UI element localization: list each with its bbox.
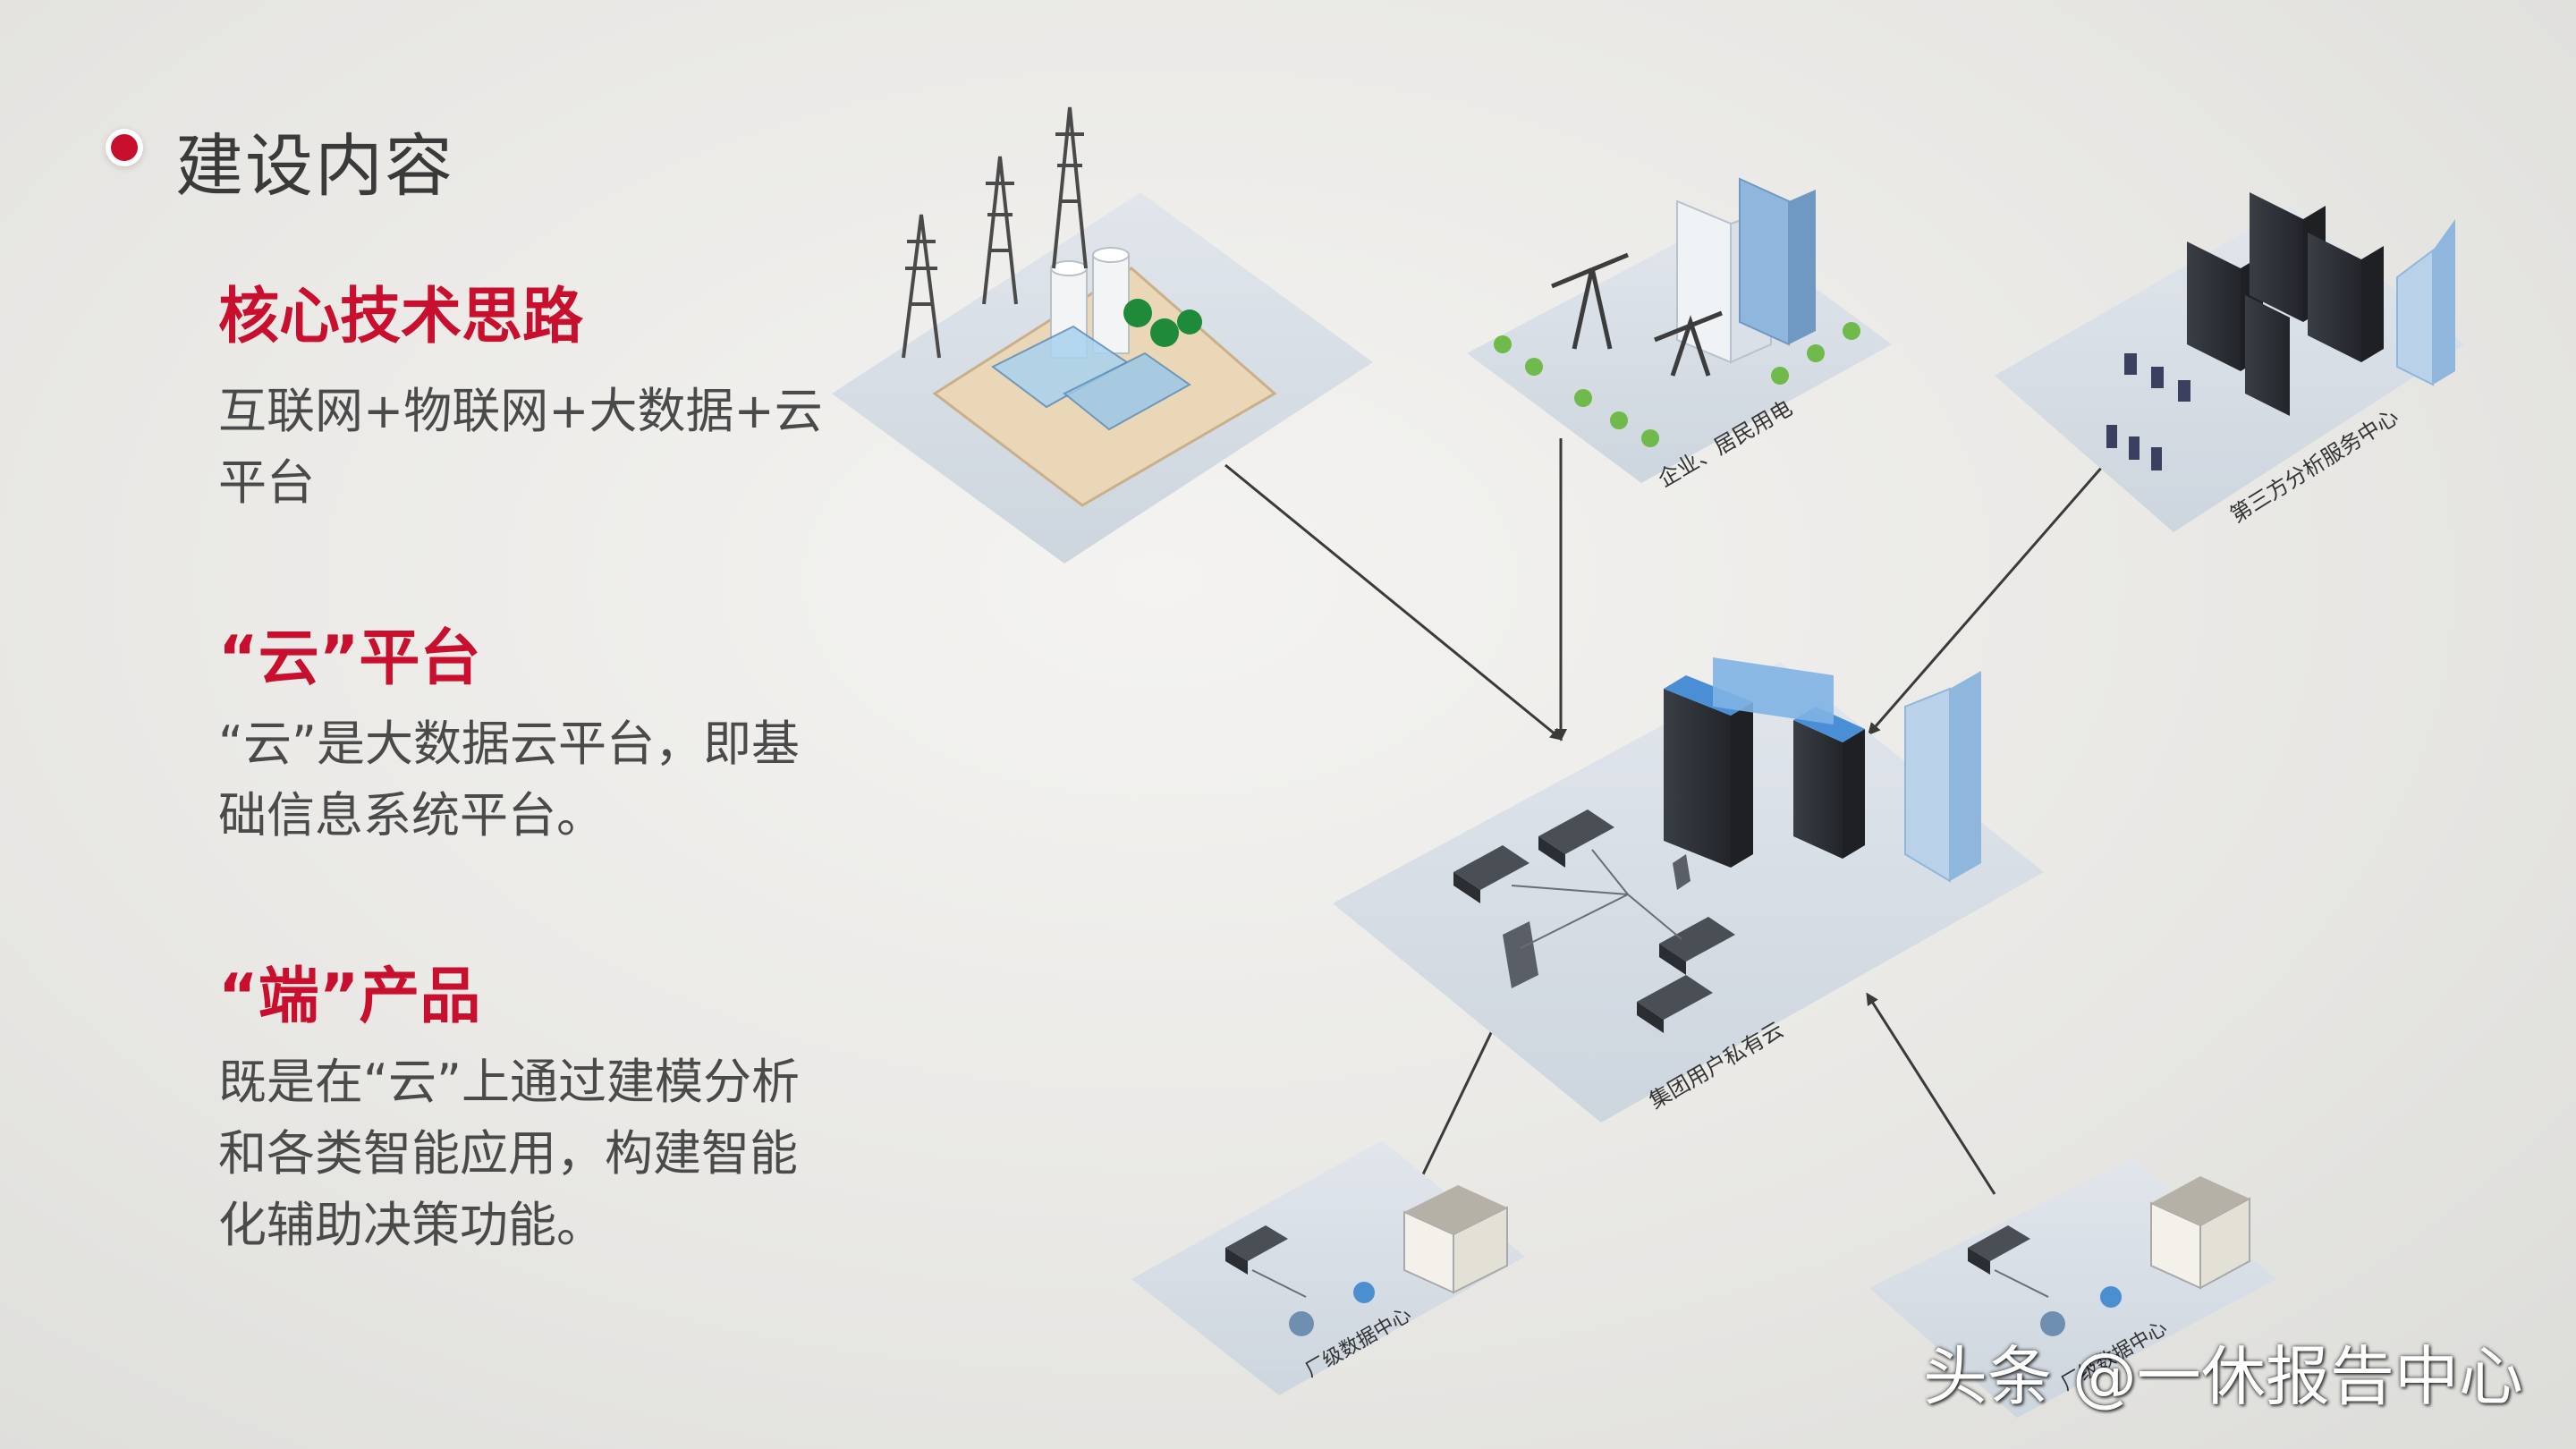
left-panel: 建设内容 核心技术思路 互联网+物联网+大数据+云平台 “云”平台 “云”是大数… — [0, 0, 894, 1449]
tree-icon — [1494, 322, 1860, 447]
plant-node — [832, 106, 1373, 564]
green-pump-icon — [1123, 299, 1202, 347]
network-device-icon — [1453, 809, 1735, 1033]
third-party-tile — [1995, 206, 2464, 532]
server-rack-icon — [1664, 657, 1865, 868]
turbine-icon — [1289, 1282, 1375, 1336]
edge-third-party-to-cloud — [1868, 451, 2117, 736]
turbine-icon — [2040, 1286, 2122, 1336]
cloud-tile — [1333, 662, 2044, 1123]
third-party-node: 第三方分析服务中心 — [1995, 192, 2464, 532]
plant-left-node: 厂级数据中心 — [1131, 1140, 1525, 1395]
heading-core-tech: 核心技术思路 — [218, 282, 584, 352]
edges — [1224, 438, 2117, 1195]
watermark: 头条 @一休报告中心 — [1923, 1339, 2523, 1414]
server-rack-icon — [2187, 192, 2384, 416]
transmission-tower-icon — [902, 106, 1088, 359]
heading-terminal-product: “端”产品 — [218, 962, 481, 1032]
bullet-icon — [111, 134, 138, 161]
building-icon — [2396, 219, 2455, 386]
filter-basin-icon — [991, 325, 1191, 431]
cloud-node: 集团用户私有云 — [1333, 657, 2044, 1123]
edge-plant-to-cloud — [1224, 463, 1563, 741]
edge-plant-left-to-cloud — [1420, 1015, 1500, 1177]
building-icon — [2150, 1176, 2250, 1290]
building-icon — [1403, 1185, 1508, 1294]
text-cloud-platform: “云”是大数据云平台，即基础信息系统平台。 — [218, 716, 800, 843]
terminal-device-icon — [2106, 353, 2190, 470]
oil-pump-icon — [1551, 252, 1723, 377]
enterprise-node: 企业、居民用电 — [1467, 177, 1892, 492]
heading-cloud-platform: “云”平台 — [218, 623, 481, 694]
network-device-icon — [1225, 1225, 1307, 1298]
network-device-icon — [1968, 1225, 2049, 1298]
building-icon — [1904, 671, 1981, 883]
building-icon — [1676, 177, 1816, 364]
text-terminal-product: 既是在“云”上通过建模分析和各类智能应用，构建智能化辅助决策功能。 — [218, 1054, 800, 1253]
section-title: 建设内容 — [175, 126, 454, 206]
text-core-tech: 互联网+物联网+大数据+云平台 — [218, 383, 823, 511]
edge-plant-right-to-cloud — [1866, 992, 1996, 1195]
